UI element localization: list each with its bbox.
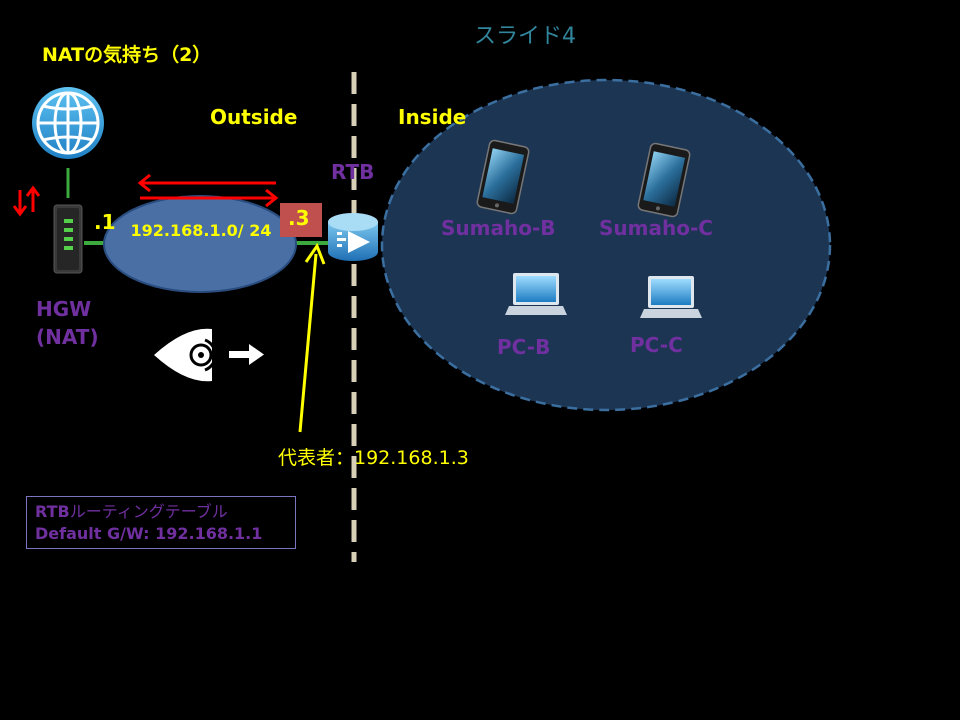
traffic-arrows [137,173,279,208]
rtb-label: RTB [331,160,375,184]
subnet-label: 192.168.1.0/ 24 [130,221,272,240]
routing-table-box: RTBルーティングテーブル Default G/W: 192.168.1.1 [26,496,296,549]
routing-table-title-rest: ルーティングテーブル [69,502,228,521]
rtb-port-box [280,203,322,237]
sumaho-c-label: Sumaho-C [599,216,713,240]
home-gateway-icon [53,204,83,274]
updown-arrows-icon [12,185,41,217]
hgw-label-line2: (NAT) [36,325,99,349]
representative-label: 代表者：192.168.1.3 [278,447,469,469]
pointer-arrow [298,242,326,433]
hgw-port-label: .1 [94,210,116,234]
right-arrow-icon [229,344,264,365]
inside-network-ellipse [380,78,832,412]
laptop-icon [640,276,702,318]
laptop-icon [505,273,567,315]
router-icon [328,213,378,261]
routing-table-title-rtb: RTB [35,502,70,521]
outside-label: Outside [210,105,298,129]
page-heading: NATの気持ち（2） [42,44,212,66]
pc-b-label: PC-B [497,335,551,359]
pc-c-label: PC-C [630,333,683,357]
globe-icon [32,87,104,159]
rtb-port-label: .3 [288,206,310,230]
smartphone-icon [637,142,691,218]
routing-table-default-gw: Default G/W: 192.168.1.1 [35,524,263,543]
eye-icon [154,328,217,382]
smartphone-icon [476,139,530,215]
slide-title: スライド4 [474,24,576,49]
hgw-label-line1: HGW [36,297,92,321]
sumaho-b-label: Sumaho-B [441,216,556,240]
hgw-label: HGW (NAT) [36,295,99,351]
subnet-ellipse [103,195,297,293]
routing-table-title: RTBルーティングテーブル [35,501,287,523]
inside-label: Inside [398,105,467,129]
